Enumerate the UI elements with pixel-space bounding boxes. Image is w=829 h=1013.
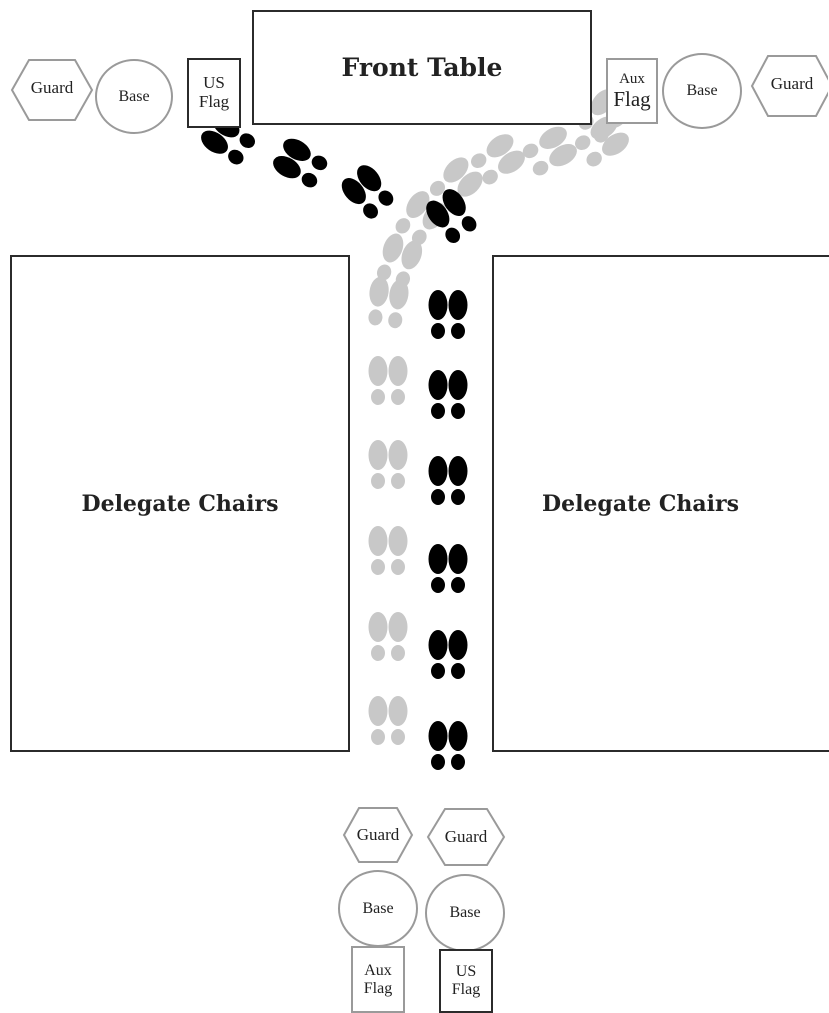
guard-top-left: Guard — [10, 58, 94, 122]
front-table: Front Table — [252, 10, 592, 125]
guard-bottom-right: Guard — [426, 807, 506, 867]
base-top-left: Base — [95, 59, 173, 134]
guard-top-left-label: Guard — [30, 78, 74, 97]
us-footprint-6 — [426, 189, 477, 243]
aux-flag-top-right-line2: Flag — [613, 86, 651, 111]
aux-footprint-10 — [522, 126, 577, 176]
guard-bottom-left: Guard — [342, 806, 414, 864]
us-footprint-7 — [341, 165, 394, 219]
guard-top-right: Guard — [750, 54, 828, 118]
aux-footprint-9 — [471, 134, 525, 185]
us-flag-top-left-line1: US — [203, 73, 225, 93]
base-top-left-label: Base — [118, 87, 150, 105]
us-footprint-3 — [428, 456, 468, 505]
base-top-right: Base — [662, 53, 742, 129]
us-flag-top-left-line2: Flag — [198, 92, 230, 111]
delegate-chairs-right: Delegate Chairs — [492, 255, 829, 752]
us-footprint-2 — [428, 544, 468, 593]
us-footprint-1 — [428, 630, 468, 679]
front-table-label: Front Table — [341, 53, 503, 82]
us-footprint-5 — [428, 290, 468, 339]
guard-top-right-label: Guard — [770, 74, 814, 93]
aux-flag-top-right: Aux Flag — [606, 58, 658, 124]
aux-footprint-2 — [368, 526, 408, 575]
aux-flag-top-right-line1: Aux — [619, 71, 645, 88]
us-footprint-0 — [428, 721, 468, 770]
base-bottom-left: Base — [338, 870, 418, 947]
guard-bottom-right-label: Guard — [444, 827, 488, 846]
aux-flag-bottom-left-line1: Aux — [364, 961, 392, 979]
delegate-chairs-left: Delegate Chairs — [10, 255, 350, 752]
base-bottom-right-label: Base — [449, 904, 481, 921]
aux-footprint-1 — [368, 612, 408, 661]
aux-footprint-6 — [376, 233, 423, 288]
base-bottom-right: Base — [425, 874, 505, 952]
aux-footprint-4 — [368, 356, 408, 405]
us-flag-bottom-right: US Flag — [439, 949, 493, 1013]
us-footprint-8 — [273, 138, 328, 188]
delegate-chairs-right-label: Delegate Chairs — [542, 490, 739, 517]
aux-footprint-3 — [368, 440, 408, 489]
aux-flag-bottom-left: Aux Flag — [351, 946, 405, 1013]
us-flag-bottom-right-line2: Flag — [451, 981, 481, 998]
us-flag-top-left: US Flag — [187, 58, 241, 128]
base-bottom-left-label: Base — [362, 899, 394, 917]
us-footprint-4 — [428, 370, 468, 419]
aux-flag-bottom-left-line2: Flag — [363, 979, 393, 997]
guard-bottom-left-label: Guard — [356, 825, 400, 844]
aux-footprint-0 — [368, 696, 408, 745]
us-flag-bottom-right-line1: US — [455, 963, 477, 981]
delegate-chairs-left-label: Delegate Chairs — [81, 490, 279, 517]
base-top-right-label: Base — [686, 82, 718, 99]
